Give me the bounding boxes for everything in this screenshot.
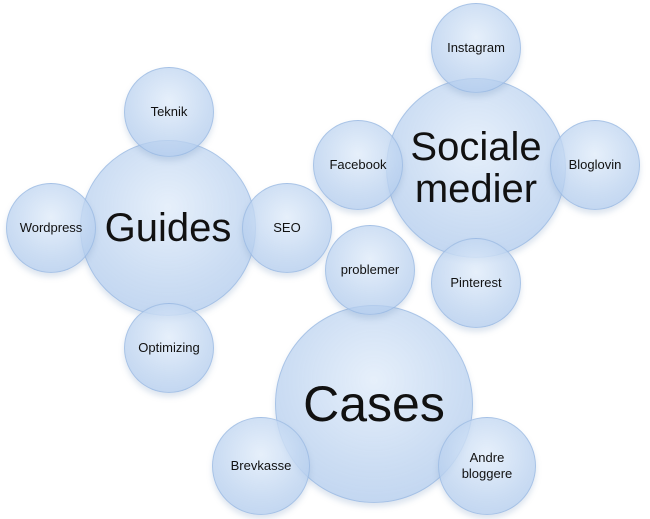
guides-satellite-teknik: Teknik (124, 67, 214, 157)
instagram-label: Instagram (447, 40, 505, 56)
brevkasse-label: Brevkasse (230, 458, 292, 474)
cases-satellite-brevkasse: Brevkasse (212, 417, 310, 515)
bloglovin-label: Bloglovin (568, 157, 622, 173)
cases-satellite-problemer: problemer (325, 225, 415, 315)
guides-hub-label: Guides (104, 206, 232, 250)
guides-satellite-seo: SEO (242, 183, 332, 273)
wordpress-label: Wordpress (19, 220, 83, 236)
sociale-satellite-instagram: Instagram (431, 3, 521, 93)
guides-hub: Guides (80, 140, 256, 316)
problemer-label: problemer (340, 262, 400, 278)
facebook-label: Facebook (329, 157, 387, 173)
optimizing-label: Optimizing (138, 340, 200, 356)
teknik-label: Teknik (150, 104, 188, 120)
sociale-medier-hub: Sociale medier (386, 78, 566, 258)
seo-label: SEO (273, 220, 301, 236)
guides-satellite-wordpress: Wordpress (6, 183, 96, 273)
sociale-satellite-pinterest: Pinterest (431, 238, 521, 328)
andre-bloggere-label: Andre bloggere (461, 450, 513, 481)
cases-satellite-andre-bloggere: Andre bloggere (438, 417, 536, 515)
sociale-satellite-bloglovin: Bloglovin (550, 120, 640, 210)
sociale-medier-hub-label: Sociale medier (410, 125, 542, 211)
sociale-satellite-facebook: Facebook (313, 120, 403, 210)
guides-satellite-optimizing: Optimizing (124, 303, 214, 393)
cases-hub-label: Cases (303, 375, 445, 432)
pinterest-label: Pinterest (450, 275, 502, 291)
